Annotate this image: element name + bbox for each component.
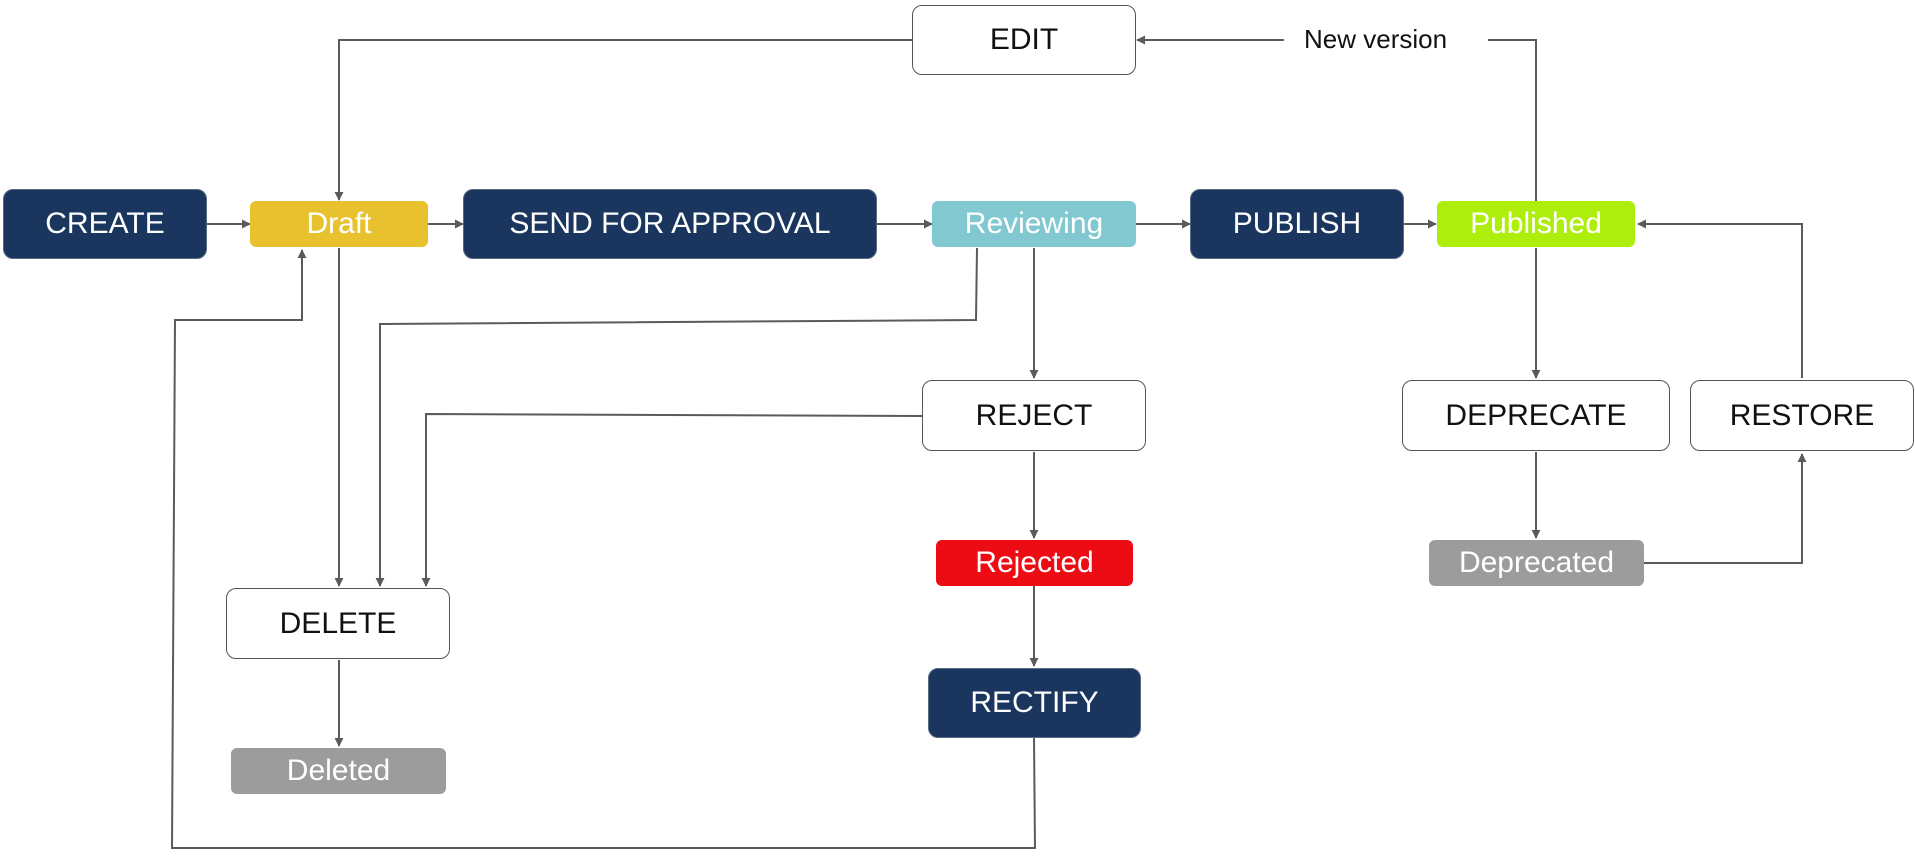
edge-deprecated-to-restore <box>1644 453 1807 564</box>
edge-rectify-to-draft <box>170 249 1037 849</box>
edge-restore-to-published <box>1637 219 1803 378</box>
publish-node[interactable]: PUBLISH <box>1190 189 1404 259</box>
restore-node[interactable]: RESTORE <box>1690 380 1914 451</box>
edge-reject-to-delete <box>421 412 923 587</box>
rejected-state: Rejected <box>936 540 1133 586</box>
delete-node[interactable]: DELETE <box>226 588 450 659</box>
rectify-node[interactable]: RECTIFY <box>928 668 1141 738</box>
edge-reviewing-to-delete <box>375 247 978 587</box>
deprecate-node[interactable]: DEPRECATE <box>1402 380 1670 451</box>
reject-node[interactable]: REJECT <box>922 380 1146 451</box>
edge-label-new-version: New version <box>1292 24 1460 55</box>
draft-state: Draft <box>250 201 428 247</box>
edit-node[interactable]: EDIT <box>912 5 1136 75</box>
deleted-state: Deleted <box>231 748 446 794</box>
reviewing-state: Reviewing <box>932 201 1136 247</box>
edge-edit-to-draft <box>334 39 912 201</box>
create-node[interactable]: CREATE <box>3 189 207 259</box>
deprecated-state: Deprecated <box>1429 540 1644 586</box>
published-state: Published <box>1437 201 1635 247</box>
send-for-approval-node[interactable]: SEND FOR APPROVAL <box>463 189 877 259</box>
edge-published-new-version <box>1488 39 1537 202</box>
